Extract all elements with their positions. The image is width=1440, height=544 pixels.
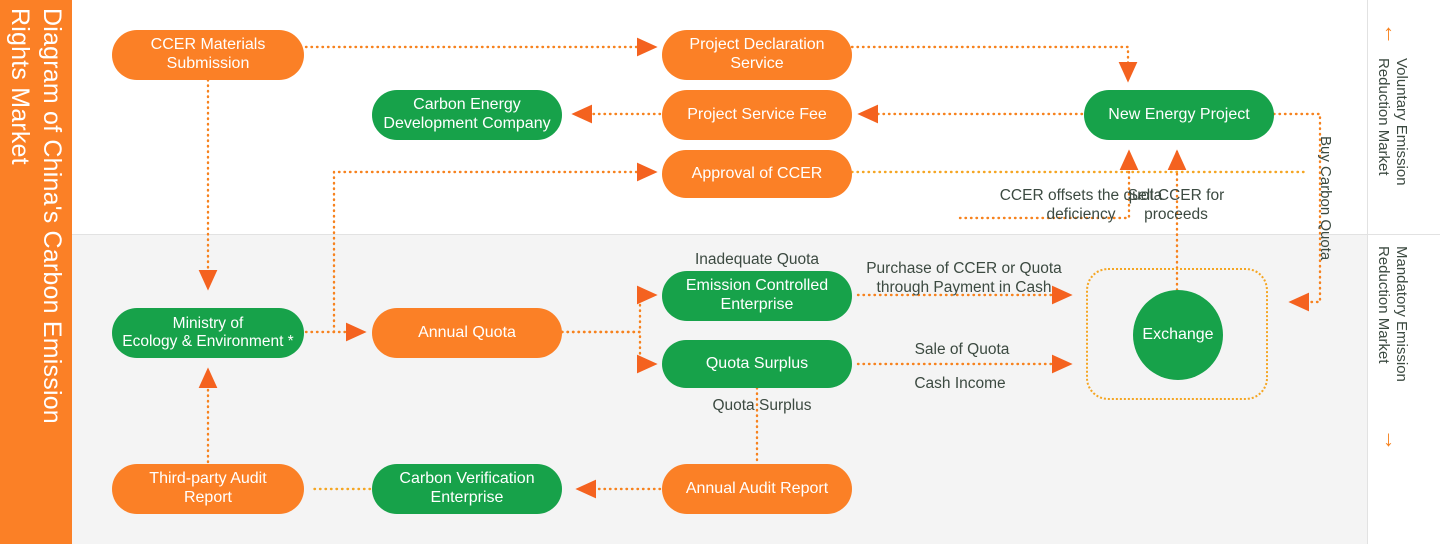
label-purchase-of-ccer-or-quota: Purchase of CCER or Quota through Paymen… [866,260,1062,297]
voluntary-market-up-arrow-icon: ↑ [1383,20,1394,45]
node-carbon-energy-development-company[interactable]: Carbon Energy Development Company [372,90,562,140]
right-rail-divider [1367,0,1368,544]
node-annual-quota[interactable]: Annual Quota [372,308,562,358]
node-approval-of-ccer[interactable]: Approval of CCER [662,150,852,198]
label-cash-income: Cash Income [914,375,1006,392]
node-exchange[interactable]: Exchange [1133,290,1223,380]
node-ccer-materials-submission[interactable]: CCER Materials Submission [112,30,304,80]
right-rail-top-band [1368,0,1440,234]
node-carbon-verification-enterprise[interactable]: Carbon Verification Enterprise [372,464,562,514]
page-title: Diagram of China's Carbon Emission Right… [6,8,66,424]
node-emission-controlled-enterprise[interactable]: Emission Controlled Enterprise [662,271,852,321]
exchange-boundary [1086,268,1268,400]
mandatory-market-down-arrow-icon: ↓ [1383,426,1394,451]
right-rail-bottom-band [1368,234,1440,544]
label-inadequate-quota: Inadequate Quota [694,251,820,268]
node-ministry-of-ecology-environment[interactable]: Ministry of Ecology & Environment * [112,308,304,358]
node-third-party-audit-report[interactable]: Third-party Audit Report [112,464,304,514]
node-quota-surplus[interactable]: Quota Surplus [662,340,852,388]
label-sale-of-quota: Sale of Quota [914,341,1010,358]
label-ccer-offsets-quota-deficiency: CCER offsets the quota deficiency [999,187,1163,224]
node-new-energy-project[interactable]: New Energy Project [1084,90,1274,140]
label-mandatory-emission-reduction-market: Mandatory Emission Reduction Market [1375,246,1410,382]
label-buy-carbon-quota: Buy Carbon Quota [1317,136,1334,261]
node-project-service-fee[interactable]: Project Service Fee [662,90,852,140]
node-annual-audit-report[interactable]: Annual Audit Report [662,464,852,514]
label-quota-surplus: Quota Surplus [712,397,812,414]
label-voluntary-emission-reduction-market: Voluntary Emission Reduction Market [1375,58,1410,186]
label-sell-ccer-for-proceeds: Sell CCER for proceeds [1127,187,1225,224]
node-project-declaration-service[interactable]: Project Declaration Service [662,30,852,80]
sidebar: Diagram of China's Carbon Emission Right… [0,0,72,544]
